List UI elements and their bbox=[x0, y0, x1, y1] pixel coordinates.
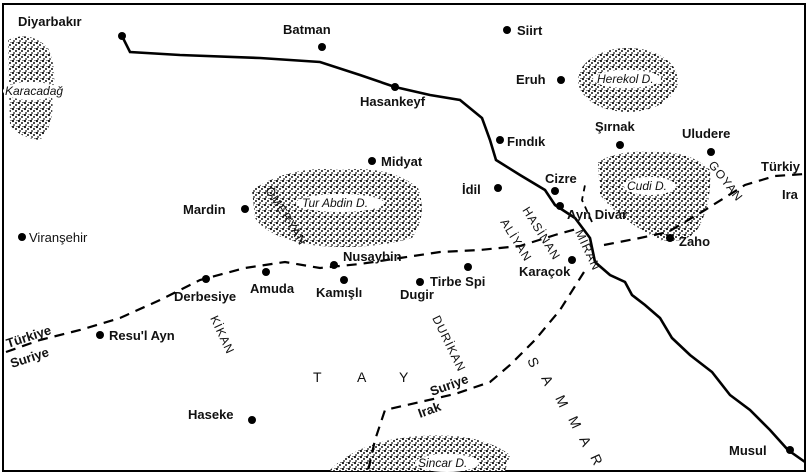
city-dot bbox=[391, 83, 399, 91]
label-siirt: Siirt bbox=[517, 23, 543, 38]
city-dot bbox=[557, 76, 565, 84]
label-hasankeyf: Hasankeyf bbox=[360, 94, 426, 109]
label-midyat: Midyat bbox=[381, 154, 423, 169]
label-tay-letter: Y bbox=[399, 369, 410, 385]
label-batman: Batman bbox=[283, 22, 331, 37]
city-dot bbox=[556, 202, 564, 210]
label-zaho: Zaho bbox=[679, 234, 710, 249]
label-resul-ayn: Resu'l Ayn bbox=[109, 328, 175, 343]
label-cizre: Cizre bbox=[545, 171, 577, 186]
tigris-river bbox=[120, 35, 806, 464]
city-dot bbox=[248, 416, 256, 424]
label-haseke: Haseke bbox=[188, 407, 234, 422]
label-ayn-divar: Ayn Divar bbox=[567, 207, 627, 222]
label-musul: Musul bbox=[729, 443, 767, 458]
city-dot bbox=[496, 136, 504, 144]
label-miran: MİRAN bbox=[572, 227, 603, 272]
label-uludere: Uludere bbox=[682, 126, 730, 141]
city-dot bbox=[241, 205, 249, 213]
label-tur-abdin: Tur Abdin D. bbox=[302, 196, 368, 210]
label-idil: İdil bbox=[462, 182, 481, 197]
label-herekol: Herekol D. bbox=[597, 72, 654, 86]
label-sammar-letter: A bbox=[538, 373, 557, 390]
city-dot bbox=[18, 233, 26, 241]
label-sammar-letter: M bbox=[565, 414, 585, 433]
label-mardin: Mardin bbox=[183, 202, 226, 217]
label-goyan: GOYAN bbox=[706, 158, 746, 204]
city-dot bbox=[494, 184, 502, 192]
city-dot bbox=[707, 148, 715, 156]
city-dot bbox=[616, 141, 624, 149]
city-markers bbox=[18, 26, 794, 454]
border-turkiye-suriye bbox=[5, 226, 581, 354]
label-durikan: DURİKAN bbox=[429, 313, 468, 374]
label-sammar-letter: M bbox=[552, 393, 572, 412]
label-derbesiye: Derbesiye bbox=[174, 289, 236, 304]
city-dot bbox=[503, 26, 511, 34]
city-dot bbox=[202, 275, 210, 283]
label-diyarbakir: Diyarbakır bbox=[18, 14, 82, 29]
city-dot bbox=[318, 43, 326, 51]
label-sammar-letter: R bbox=[587, 452, 607, 470]
label-karacadag: Karacadağ bbox=[5, 84, 63, 98]
label-sirnak: Şırnak bbox=[595, 119, 636, 134]
city-dot bbox=[666, 234, 674, 242]
label-cudi: Cudi D. bbox=[627, 179, 667, 193]
city-dot bbox=[96, 331, 104, 339]
label-sammar-letter: A bbox=[576, 434, 595, 451]
label-tay-letter: T bbox=[313, 369, 324, 385]
label-amuda: Amuda bbox=[250, 281, 295, 296]
label-tay-letter: A bbox=[357, 369, 368, 385]
label-tirbe-spi: Tirbe Spi bbox=[430, 274, 485, 289]
label-dugir: Dugir bbox=[400, 287, 434, 302]
label-turkiye-east: Türkiy bbox=[761, 159, 801, 174]
city-dot bbox=[786, 446, 794, 454]
city-dot bbox=[262, 268, 270, 276]
label-viransehir: Viranşehir bbox=[29, 230, 88, 245]
border-turkiye-irak bbox=[603, 172, 806, 247]
label-karacok: Karaçok bbox=[519, 264, 571, 279]
city-dot bbox=[118, 32, 126, 40]
label-nusaybin: Nusaybin bbox=[343, 249, 402, 264]
city-dot bbox=[368, 157, 376, 165]
tribal-boundary bbox=[581, 184, 593, 223]
label-eruh: Eruh bbox=[516, 72, 546, 87]
city-dot bbox=[464, 263, 472, 271]
label-irak-south: Irak bbox=[416, 399, 444, 421]
city-dot bbox=[416, 278, 424, 286]
label-findik: Fındık bbox=[507, 134, 546, 149]
city-dot bbox=[330, 261, 338, 269]
label-kikan: KİKAN bbox=[207, 313, 237, 356]
label-sincar: Sincar D. bbox=[418, 456, 467, 470]
city-dot bbox=[340, 276, 348, 284]
label-kamisli: Kamışlı bbox=[316, 285, 362, 300]
city-dot bbox=[551, 187, 559, 195]
city-dot bbox=[568, 256, 576, 264]
label-sammar-letter: S bbox=[524, 355, 543, 372]
cudi-region bbox=[598, 151, 711, 241]
label-irak-east: Ira bbox=[782, 187, 799, 202]
